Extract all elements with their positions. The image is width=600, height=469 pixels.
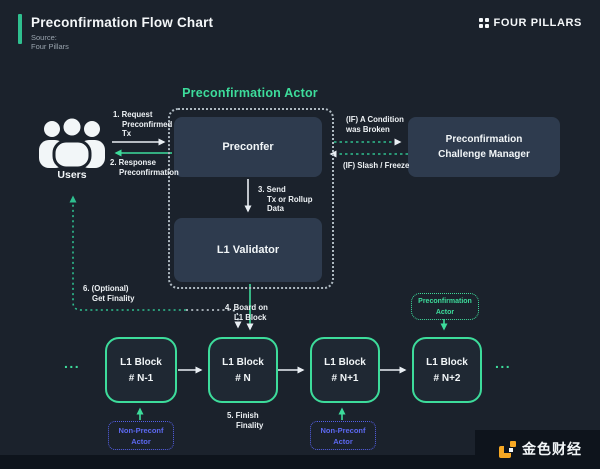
users-node-label: Users [57, 169, 87, 181]
page-title: Preconfirmation Flow Chart [31, 15, 214, 30]
label-step2: 2. Response Preconfirmation [110, 158, 179, 177]
golden-finance-logo-icon [499, 440, 516, 458]
label-if-condition: (IF) A Condition was Broken [346, 115, 404, 134]
four-pillars-logo: FOUR PILLARS [479, 17, 582, 29]
bottom-strip [0, 455, 600, 469]
footer-logo-pane [475, 430, 600, 469]
ellipsis-left: ... [64, 355, 81, 371]
label-step4: 4. Board on L1 Block [225, 303, 268, 322]
l1-block-n-plus-2: L1 Block # N+2 [412, 337, 482, 403]
preconfirmation-actor-group-box [168, 108, 334, 289]
l1-block-n: L1 Block # N [208, 337, 278, 403]
label-step6: 6. (Optional) Get Finality [83, 284, 135, 303]
preconfer-node: Preconfer [174, 117, 322, 177]
non-preconf-actor-right: Non-Preconf Actor [310, 421, 376, 450]
non-preconf-actor-left: Non-Preconf Actor [108, 421, 174, 450]
l1-block-n-plus-1: L1 Block # N+1 [310, 337, 380, 403]
label-step5: 5. Finish Finality [227, 411, 264, 430]
title-accent-bar [18, 14, 22, 44]
challenge-manager-node: Preconfirmation Challenge Manager [408, 117, 560, 177]
challenge-manager-line1: Preconfirmation [445, 134, 523, 145]
golden-finance-logo-text: 金色财经 [522, 441, 582, 457]
source-label: Source: [31, 33, 57, 42]
label-step3: 3. Send Tx or Rollup Data [258, 185, 313, 214]
l1-validator-node: L1 Validator [174, 218, 322, 282]
ellipsis-right: ... [495, 355, 512, 371]
users-icon [36, 114, 108, 173]
four-dots-icon [479, 18, 489, 28]
preconfirmation-actor-group-title: Preconfirmation Actor [182, 86, 318, 100]
source-value: Four Pillars [31, 42, 69, 51]
brand-text: FOUR PILLARS [493, 17, 582, 29]
label-step1: 1. Request Preconfirmed Tx [113, 110, 173, 139]
label-if-slash: (IF) Slash / Freeze [343, 161, 410, 170]
challenge-manager-line2: Challenge Manager [438, 149, 530, 160]
preconfirmation-actor-tag: Preconfirmation Actor [411, 293, 479, 320]
source-attribution: Source: Four Pillars [31, 33, 69, 51]
l1-block-n-1: L1 Block # N-1 [105, 337, 177, 403]
golden-finance-logo: 金色财经 [499, 439, 582, 459]
